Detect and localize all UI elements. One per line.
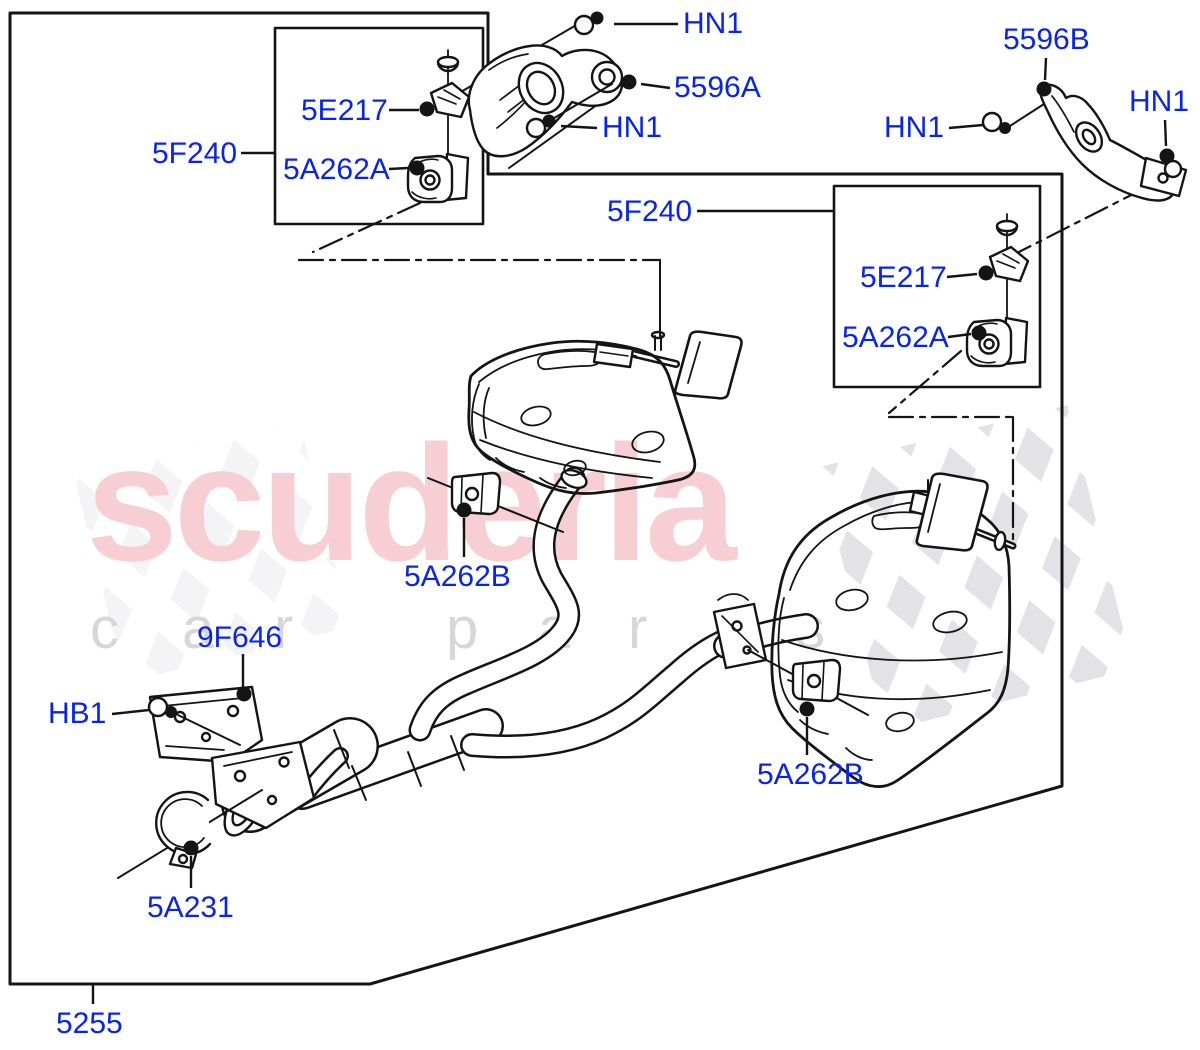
part-label-5a231[interactable]: 5A231	[147, 891, 234, 924]
part-label-hn1-right[interactable]: HN1	[1129, 85, 1190, 118]
hb1-bolt	[147, 696, 241, 746]
part-label-5a262b-2[interactable]: 5A262B	[757, 758, 864, 791]
hn1-bolt-rbracket	[981, 103, 1045, 134]
hanger-unit-left	[406, 49, 471, 204]
leader-dot-5e217-2	[978, 265, 994, 281]
checkered-flag-left	[74, 421, 351, 683]
leader-dot-5e217-1	[419, 101, 435, 117]
leader-dot-5a262b-1	[456, 502, 472, 518]
detail-box-5f240-2	[832, 184, 1042, 389]
bracket-5e217	[429, 81, 471, 119]
part-label-5f240-2[interactable]: 5F240	[607, 195, 693, 228]
part-label-5a262b-1[interactable]: 5A262B	[404, 560, 511, 593]
svg-text:p: p	[446, 596, 478, 661]
leader-dot-5596a	[621, 74, 637, 90]
hanger-nut	[436, 55, 460, 73]
leader-line-hb1	[111, 708, 150, 716]
right-muffler-tailpipe-blade	[915, 472, 989, 552]
hn1-washer-right	[1163, 159, 1183, 179]
body-bracket-5596b	[981, 83, 1188, 202]
part-label-hb1[interactable]: HB1	[48, 697, 107, 730]
tailpipe-mini-clamp	[993, 530, 1007, 552]
leader-line-hn1-right	[1163, 119, 1168, 147]
part-label-5e217-2[interactable]: 5E217	[860, 261, 947, 294]
left-rear-muffler	[467, 330, 743, 495]
hn1-bolt-top	[573, 11, 604, 36]
hn1-bolt-mid	[525, 83, 613, 139]
part-label-5a262a-1[interactable]: 5A262A	[283, 153, 390, 186]
part-label-5255[interactable]: 5255	[56, 1007, 123, 1040]
part-label-5a262a-2[interactable]: 5A262A	[842, 321, 949, 354]
leader-line-5596b	[1043, 57, 1048, 81]
main-border-outline	[8, 11, 1064, 986]
svg-text:a: a	[182, 596, 215, 661]
leader-dot-5a262a-2	[971, 325, 987, 341]
leader-line-hn1-mid	[560, 124, 598, 130]
leader-dot-5596b	[1036, 81, 1052, 97]
svg-text:r: r	[628, 596, 647, 661]
front-mount-bracket-9f646	[148, 681, 316, 830]
part-label-5e217-1[interactable]: 5E217	[301, 94, 388, 127]
leader-line-hn1-rbkt	[948, 123, 984, 130]
pipe-to-right-muffler	[462, 630, 736, 756]
leader-dot-5a231	[183, 840, 199, 856]
leader-dot-9f646	[236, 686, 252, 702]
left-muffler-hanger-rod	[632, 352, 678, 366]
left-muffler-strap	[592, 342, 635, 369]
leader-line-5e217-2	[946, 272, 978, 279]
leader-dot-hn1-right	[1159, 148, 1175, 164]
callout-leader-lines	[91, 22, 1175, 1004]
part-label-5596a[interactable]: 5596A	[674, 71, 761, 104]
insulator-right-5a262b	[747, 649, 869, 716]
part-label-hn1-rbkt[interactable]: HN1	[884, 111, 945, 144]
leader-dot-5a262b-2	[799, 701, 815, 717]
pipe-to-left-muffler	[411, 469, 583, 739]
leader-line-5a262a-2	[947, 332, 972, 339]
part-label-5f240-1[interactable]: 5F240	[152, 137, 238, 170]
leader-line-5596a	[640, 82, 671, 90]
svg-text:c: c	[90, 596, 119, 661]
part-label-hn1-top[interactable]: HN1	[683, 7, 744, 40]
part-label-hn1-mid[interactable]: HN1	[602, 111, 663, 144]
phantom-lines	[297, 183, 1153, 543]
leader-dot-5a262a-1	[409, 160, 425, 176]
leader-line-5a262a-1	[388, 166, 409, 171]
part-label-5596b[interactable]: 5596B	[1003, 23, 1090, 56]
body-bracket-5596a	[458, 11, 627, 169]
svg-text:r: r	[274, 596, 293, 661]
hanger-unit-right	[965, 212, 1030, 368]
checkered-flag-right	[818, 405, 1134, 731]
part-label-9f646[interactable]: 9F646	[197, 621, 283, 654]
left-muffler-tailpipe-blade	[673, 330, 743, 400]
